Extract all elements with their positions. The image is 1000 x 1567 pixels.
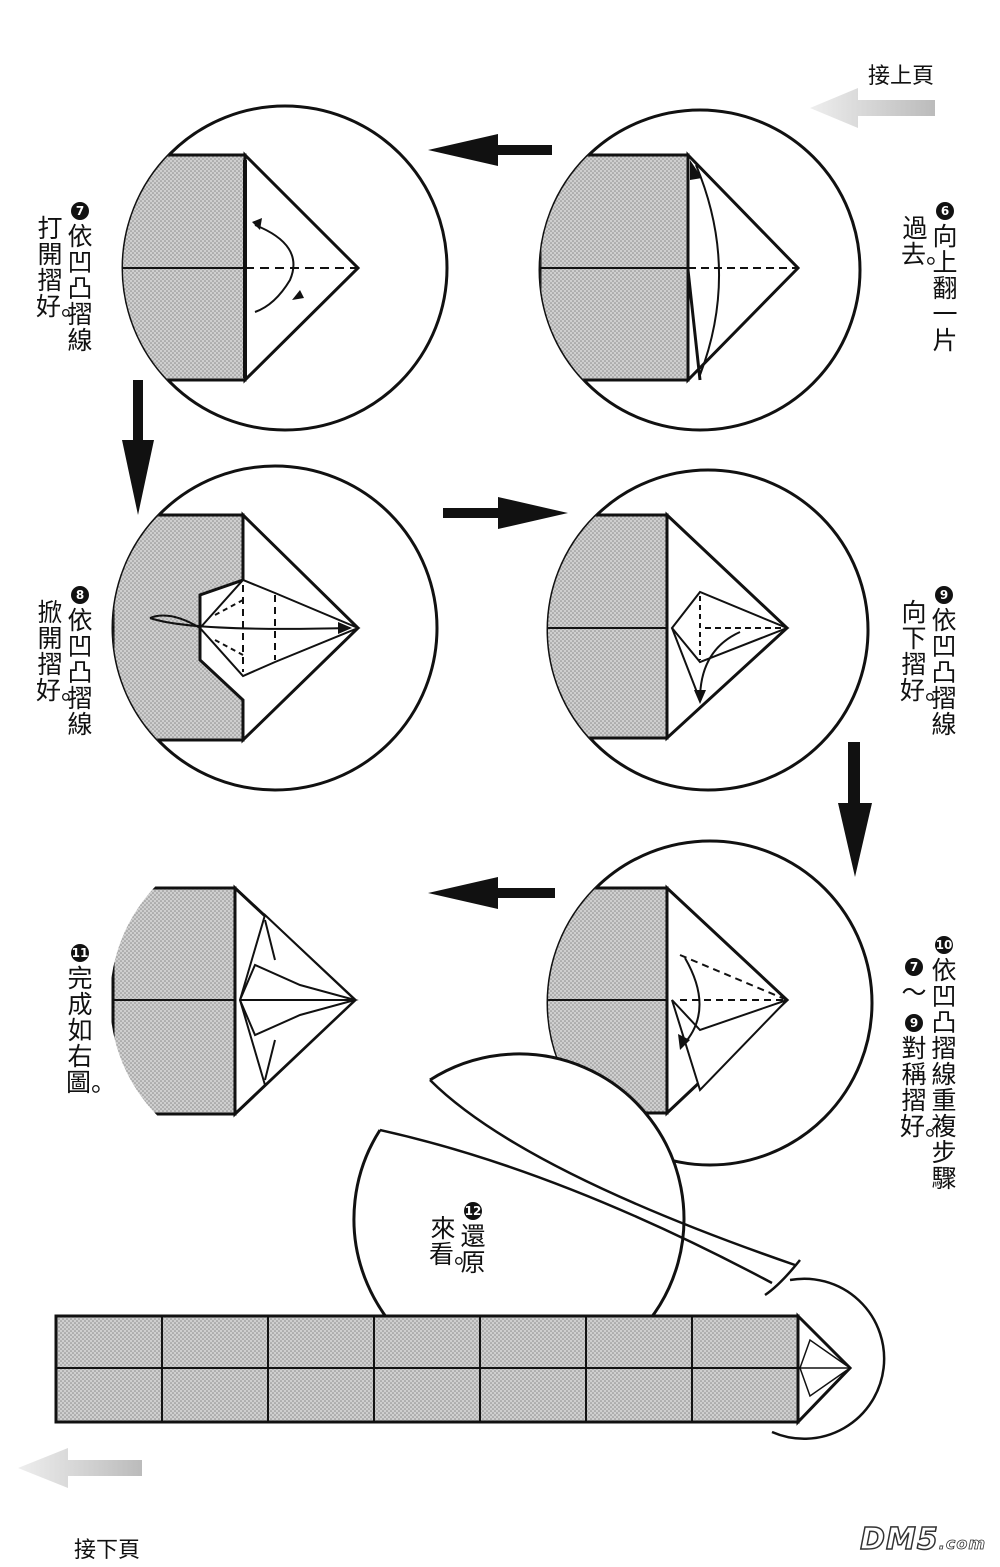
step-7-number: 7	[71, 202, 89, 220]
step-7-line1: 依凹凸摺線	[67, 222, 93, 355]
step-11-caption: 11 完成如右圖。	[60, 910, 116, 1100]
step-6-line1: 向上翻一片	[932, 222, 958, 355]
step-12-line1: 還原	[460, 1222, 486, 1277]
step-7-caption: 7 依凹凸摺線 打開摺好。	[32, 168, 93, 428]
flow-arrow-left-1	[428, 134, 552, 166]
step-10-ref-a: 7	[905, 958, 923, 976]
step-6-diagram	[538, 108, 862, 432]
step-9-line1: 依凹凸摺線	[931, 606, 957, 739]
step-9-line2: 向下摺好。	[900, 598, 951, 705]
step-12-strip	[54, 1259, 886, 1440]
step-11-number: 11	[71, 944, 89, 962]
watermark-logo: DM5.com	[859, 1521, 986, 1558]
flow-arrow-left-2	[428, 877, 555, 909]
step-7-line2: 打開摺好。	[36, 214, 87, 321]
step-9-diagram	[546, 468, 870, 792]
next-page-label[interactable]: 接下頁	[74, 1538, 141, 1563]
step-10-ref-b: 9	[905, 1014, 923, 1032]
step-8-caption: 8 依凹凸摺線 掀開摺好。	[32, 552, 93, 812]
step-11-line1: 完成如右圖。	[66, 964, 117, 1097]
step-8-line2: 掀開摺好。	[36, 598, 87, 705]
step-8-line1: 依凹凸摺線	[67, 606, 93, 739]
step-9-caption: 9 依凹凸摺線 向下摺好。	[900, 552, 960, 812]
step-10-diagram	[546, 839, 874, 1167]
step-12-number: 12	[464, 1202, 482, 1220]
step-9-number: 9	[935, 586, 953, 604]
prev-page-arrow-icon[interactable]	[810, 88, 935, 128]
step-12-caption: 12 還原 來看。	[425, 1168, 495, 1278]
step-10-line1: 依凹凸摺線重複步驟	[931, 956, 957, 1193]
flow-arrow-right-1	[443, 497, 568, 529]
next-page-arrow-icon[interactable]	[18, 1448, 142, 1488]
step-10-caption: 10 依凹凸摺線重複步驟 7 ～ 9 對稱摺好。	[900, 902, 960, 1192]
step-10-line2: 對稱摺好。	[900, 1034, 951, 1141]
step-8-number: 8	[71, 586, 89, 604]
step-6-number: 6	[936, 202, 954, 220]
step-7-diagram	[121, 104, 449, 432]
step-6-line2: 過去。	[901, 214, 952, 269]
flow-arrow-down-1	[122, 380, 154, 515]
prev-page-label[interactable]: 接上頁	[868, 64, 935, 89]
step-11-diagram	[111, 884, 796, 1386]
flow-arrow-down-2	[838, 742, 872, 877]
step-10-number: 10	[935, 936, 953, 954]
step-10-tilde: ～	[901, 978, 927, 1007]
step-8-diagram	[111, 464, 439, 792]
step-12-line2: 來看。	[429, 1214, 480, 1269]
step-6-caption: 6 向上翻一片 過去。	[901, 168, 965, 428]
